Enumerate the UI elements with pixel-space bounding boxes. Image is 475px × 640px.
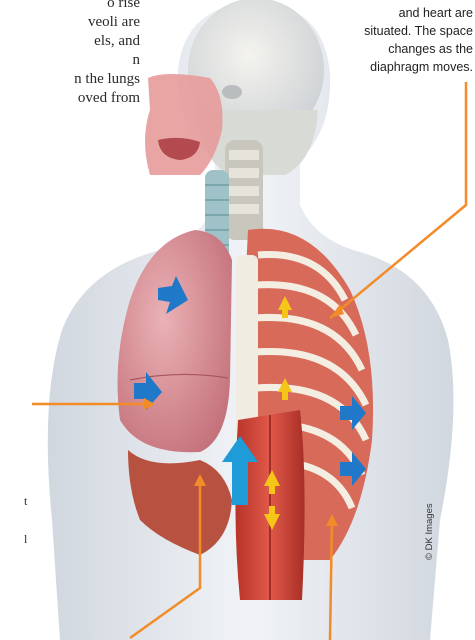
nasal-cavity [145, 74, 223, 175]
image-credit: © DK Images [424, 503, 435, 560]
caption-left-line: veoli are [0, 13, 140, 32]
caption-left: o rise veoli are els, and n n the lungs … [0, 0, 140, 108]
caption-left-line: o rise [0, 0, 140, 13]
caption-right-line: and heart are [303, 4, 473, 22]
caption-left-line: n [0, 51, 140, 70]
spine [225, 140, 263, 240]
caption-left-line: n the lungs [0, 70, 140, 89]
text-fragment: t [24, 494, 27, 509]
caption-right-line: situated. The space [303, 22, 473, 40]
caption-right: and heart are situated. The space change… [303, 4, 473, 76]
caption-right-line: diaphragm moves. [303, 58, 473, 76]
text-fragment: l [24, 532, 27, 547]
caption-right-line: changes as the [303, 40, 473, 58]
caption-left-line: oved from [0, 89, 140, 108]
caption-left-line: els, and [0, 32, 140, 51]
